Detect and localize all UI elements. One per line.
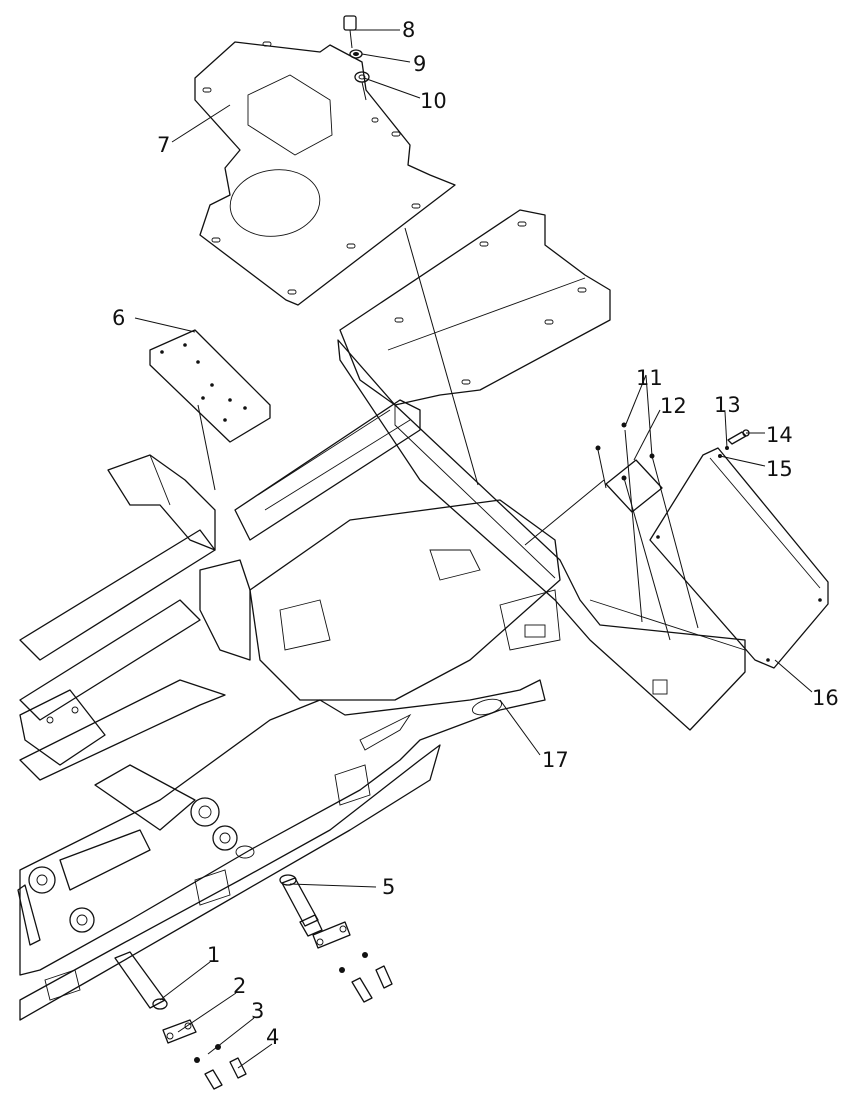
flat-washer-part-10 [354, 71, 370, 101]
callout-leaders [134, 29, 813, 1069]
bolt-part-4 [204, 1057, 247, 1090]
callout-15: 15 [766, 457, 793, 481]
small-plate-part-12 [605, 459, 663, 513]
floor-plate-part-7 [194, 41, 456, 306]
main-frame-part-17 [17, 209, 746, 1021]
callout-12: 12 [660, 394, 687, 418]
callout-10: 10 [420, 89, 447, 113]
callout-17: 17 [542, 748, 569, 772]
callout-9: 9 [413, 52, 426, 76]
pin-part-5 [279, 874, 393, 1003]
callout-11: 11 [636, 366, 663, 390]
cover-panel-part-16 [649, 447, 829, 669]
callout-16: 16 [812, 686, 839, 710]
callout-14: 14 [766, 423, 793, 447]
bolt-part-14 [727, 429, 750, 445]
callout-4: 4 [266, 1025, 279, 1049]
callout-3: 3 [251, 999, 264, 1023]
callout-labels: 1 2 3 4 5 6 7 8 9 10 11 12 13 14 15 16 1… [112, 18, 839, 1049]
callout-8: 8 [402, 18, 415, 42]
screw-part-11 [595, 422, 699, 641]
pin-part-1 [114, 951, 168, 1010]
callout-6: 6 [112, 306, 125, 330]
bracket-plate-part-6 [149, 329, 271, 491]
callout-13: 13 [714, 393, 741, 417]
callout-7: 7 [157, 133, 170, 157]
callout-2: 2 [233, 974, 246, 998]
callout-1: 1 [207, 943, 220, 967]
link-plate-part-2 [162, 1019, 197, 1044]
bolt-part-8 [343, 15, 357, 49]
callout-5: 5 [382, 875, 395, 899]
lock-washer-part-9 [349, 49, 363, 59]
